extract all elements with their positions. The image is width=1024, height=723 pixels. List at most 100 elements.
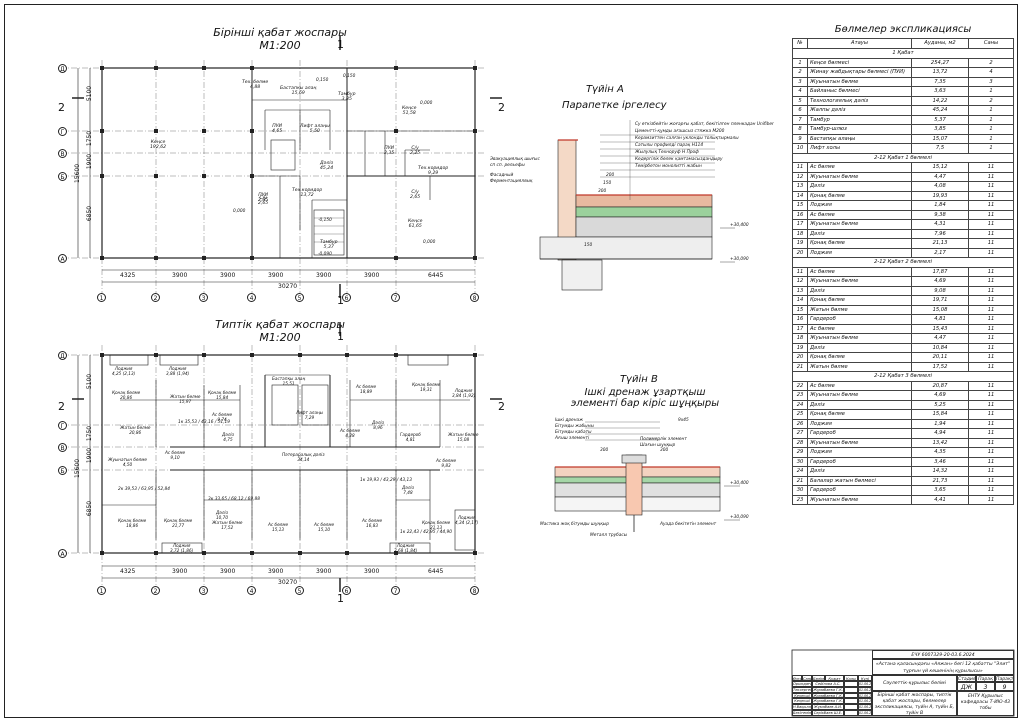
stamp-stage: ДЖ — [957, 682, 976, 691]
table-cell: Бастапқы алаңы — [807, 133, 912, 144]
node-b-dim: 300 — [660, 448, 669, 453]
axis-marker: 4 — [247, 293, 256, 302]
axis-marker: В — [58, 149, 67, 158]
stamp-person: Сейілова А.С. — [812, 681, 844, 687]
table-cell: 2 — [968, 57, 1014, 68]
stamp-sheet-title: Сәулеттік-құрылыс бөлімі — [872, 675, 957, 691]
table-cell: 15 — [792, 200, 808, 211]
first-note: Ферментацияляық — [490, 179, 533, 184]
node-b-label: Ішкі дренаж — [555, 418, 584, 423]
table-cell: 11 — [968, 171, 1014, 182]
node-a-dim: 300 — [598, 189, 607, 194]
table-cell: 254,27 — [911, 57, 969, 68]
table-cell: 11 — [968, 428, 1014, 439]
node-a-level: +30,090 — [730, 257, 749, 262]
node-b-dim: 9х45 — [678, 418, 689, 423]
table-cell: Лоджия — [807, 200, 912, 211]
table-cell: 11 — [968, 352, 1014, 363]
table-cell: 9,08 — [911, 285, 969, 296]
table-cell: 19 — [792, 238, 808, 249]
room-area: 16,83 — [366, 523, 379, 528]
level-mark: 0,000 — [420, 101, 433, 106]
table-cell: 1 — [968, 143, 1014, 154]
level-mark: 0,000 — [233, 209, 246, 214]
table-cell: 1 — [792, 57, 808, 68]
table-cell: 11 — [968, 418, 1014, 429]
room-area: 7,48 — [403, 490, 413, 495]
table-cell: 2 — [968, 95, 1014, 106]
table-cell: 11 — [968, 219, 1014, 230]
table-cell: 17 — [792, 219, 808, 230]
table-cell: 1 — [968, 133, 1014, 144]
room-area: 15,08 — [457, 437, 470, 442]
axis-marker: 2 — [151, 293, 160, 302]
table-cell: 30 — [792, 485, 808, 496]
table-cell: 7,35 — [911, 76, 969, 87]
table-cell: 5,25 — [911, 399, 969, 410]
level-mark: 0,000 — [423, 240, 436, 245]
typical-floor-scale: М1:200 — [259, 331, 301, 344]
room-name: Лоджия — [168, 366, 187, 371]
axis-marker: 5 — [295, 293, 304, 302]
room-name: С/у — [259, 196, 267, 201]
table-cell: 5,37 — [911, 114, 969, 125]
table-cell: 16 — [792, 314, 808, 325]
table-cell: Балалар жатын бөлмесі — [807, 475, 912, 486]
level-mark: 0,150 — [343, 74, 356, 79]
room-name: Қонақ бөлме — [118, 518, 147, 523]
table-section-row: 2-12 Қабат 2 бөлмелі — [792, 257, 1014, 268]
table-cell: 11 — [968, 447, 1014, 458]
room-area: 5,50 — [309, 129, 320, 134]
v-dim: 6850 — [86, 500, 94, 517]
table-cell: 11 — [792, 266, 808, 277]
table-cell: 1 — [968, 105, 1014, 116]
table-section-title: 2-12 Қабат 1 бөлмелі — [792, 152, 1014, 163]
room-area: 4,75 — [223, 437, 233, 442]
first-floor-outline — [60, 36, 502, 298]
room-name: Жуынатын бөлме — [108, 457, 147, 462]
room-area: 20,86 — [120, 395, 133, 400]
table-section-title: 2-12 Қабат 2 бөлмелі — [792, 257, 1014, 268]
table-cell: Гардероб — [807, 314, 912, 325]
section-mark-left: 2 — [58, 101, 65, 114]
stamp-col-header: Күні — [858, 675, 872, 681]
node-b-label: Ауада бекітетін элемент — [660, 522, 717, 527]
node-a-layer-label: Кедергілік бөлек қамтамасыздандыру — [635, 157, 723, 162]
room-area: 45,24 — [320, 166, 334, 171]
apt-area: 1к 35,53 / 43,16 / 51,19 — [178, 420, 230, 425]
stamp-signature — [844, 692, 858, 699]
stamp-person: Жұмабаева Г.К. — [812, 692, 844, 699]
table-cell: Жинау жабдықтары бөлмесі (ПУИ) — [807, 67, 912, 78]
room-area: 7,29 — [304, 415, 315, 420]
table-section-row: 2-12 Қабат 3 бөлмелі — [792, 371, 1014, 382]
table-cell: 21,73 — [911, 475, 969, 486]
node-b-linework — [554, 421, 740, 532]
room-name: Лоджия — [396, 543, 415, 548]
node-a-subtitle: Парапетке іргелесу — [562, 100, 667, 111]
room-name: Ас бөлме — [314, 522, 335, 527]
first-note: Фасадный — [490, 173, 514, 178]
room-name: Тех. бөлме — [242, 80, 269, 85]
room-name: Жатын бөлме — [170, 394, 201, 399]
bay-dim: 3900 — [220, 272, 236, 279]
table-cell: 11 — [968, 361, 1014, 372]
node-a-dim: 150 — [584, 243, 593, 248]
level-mark: -0,090 — [318, 252, 332, 257]
room-name: Лоджия — [457, 515, 476, 520]
stamp-col-header: Бөлім — [812, 675, 825, 681]
table-cell: 30 — [792, 456, 808, 467]
room-name: Қонақ бөлме — [112, 390, 141, 395]
